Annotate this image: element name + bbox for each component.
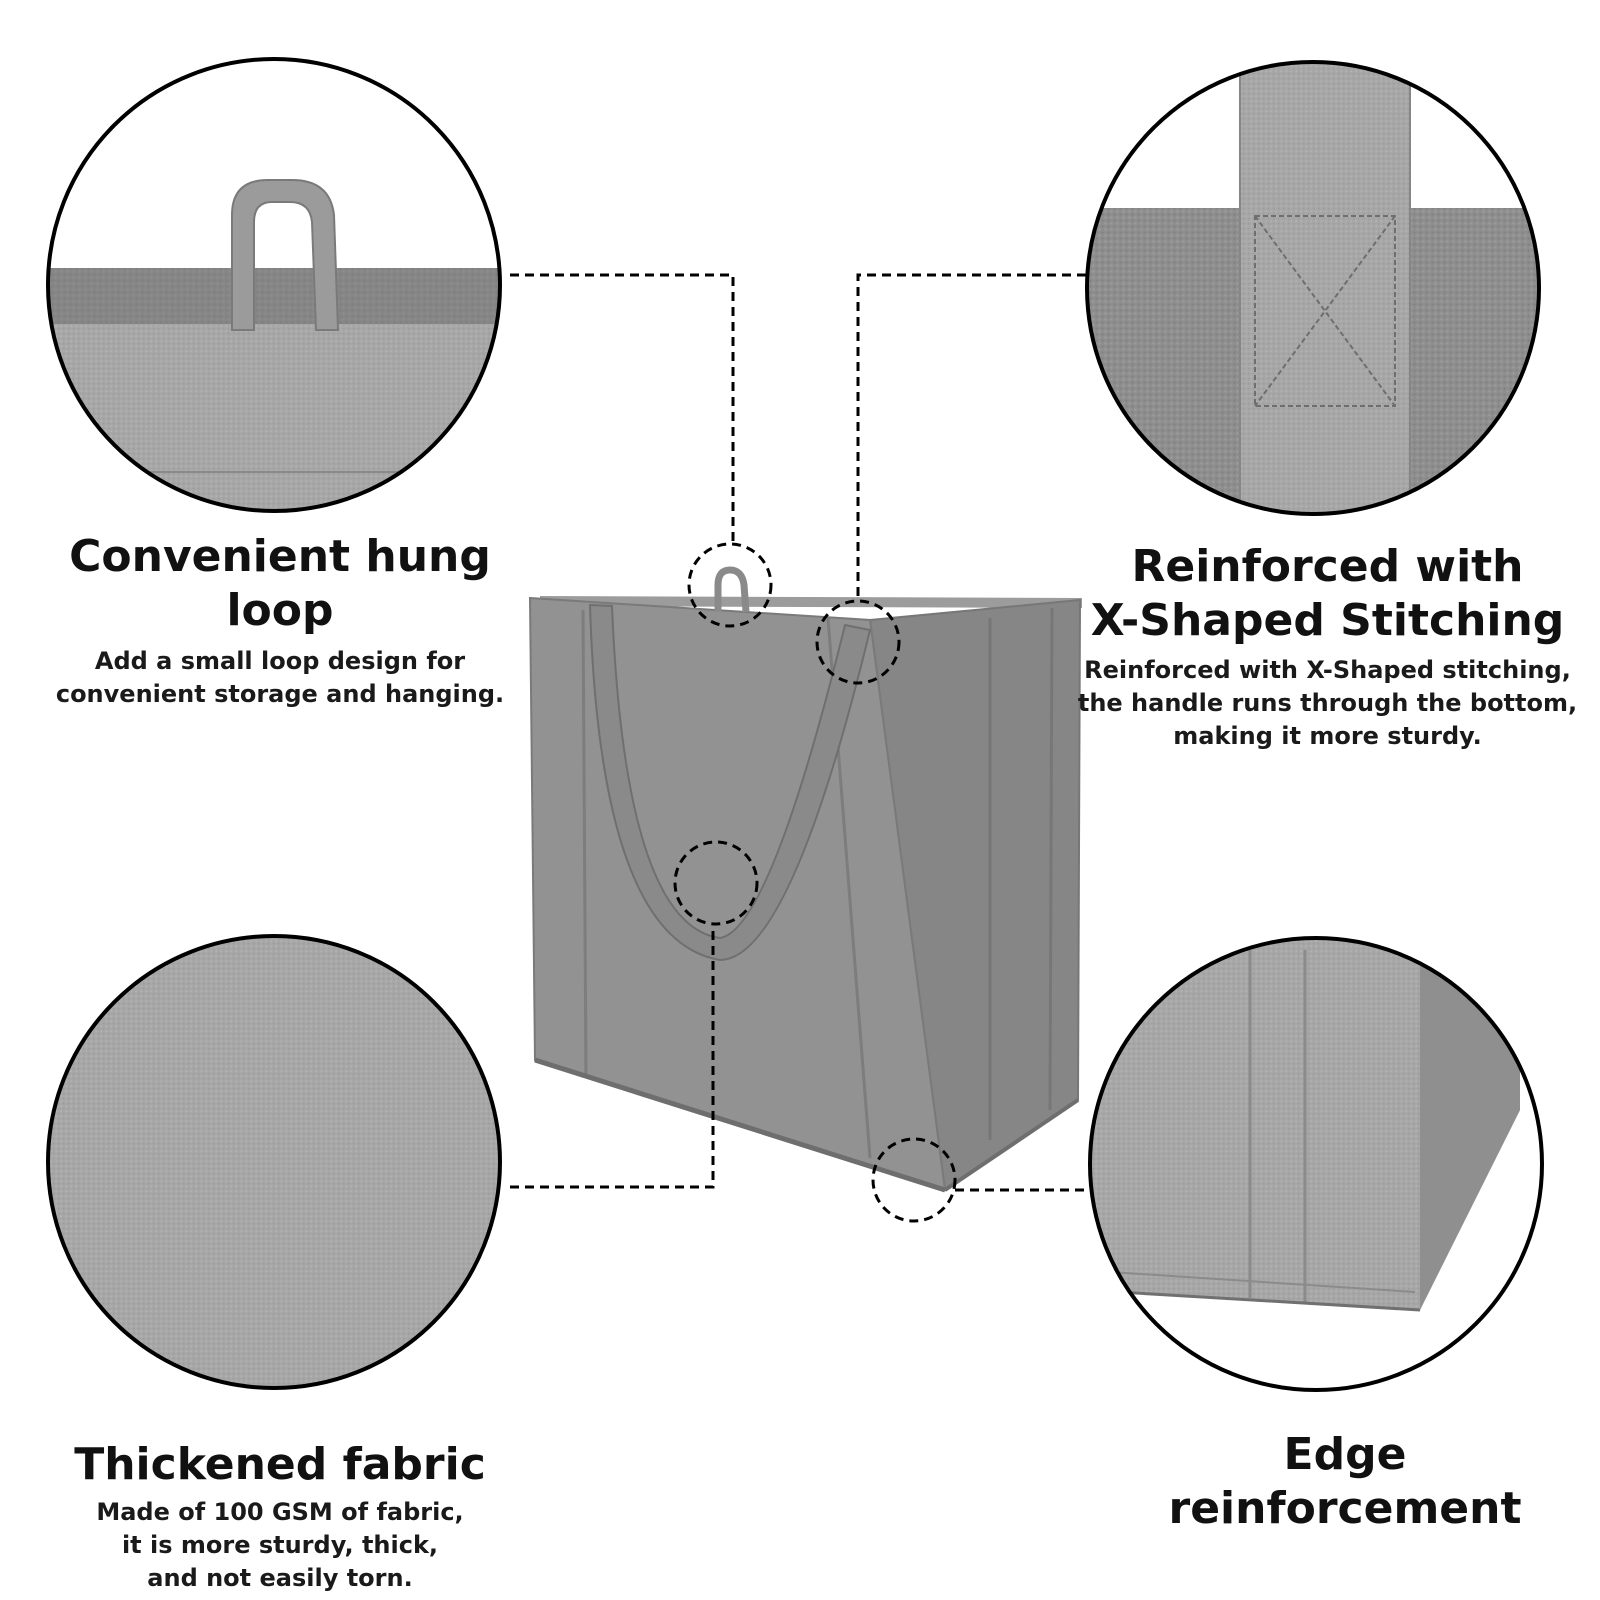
description-line: and not easily torn.: [147, 1563, 413, 1592]
edge-highlight-ring: [871, 1137, 957, 1223]
loop-detail-circle: [46, 57, 502, 513]
stitching-highlight-ring: [815, 599, 901, 685]
feature-hung-loop: Convenient hung loop Add a small loop de…: [20, 530, 540, 711]
feature-edge-reinforcement: Edge reinforcement: [1110, 1428, 1580, 1535]
description-line: making it more sturdy.: [1173, 722, 1482, 750]
edge-detail-circle: [1088, 936, 1544, 1392]
fabric-connector-line: [510, 924, 715, 1189]
feature-x-stitching-description: Reinforced with X-Shaped stitching, the …: [1075, 654, 1580, 753]
description-line: Made of 100 GSM of fabric,: [96, 1497, 464, 1526]
feature-thickened-fabric-description: Made of 100 GSM of fabric, it is more st…: [20, 1496, 540, 1595]
title-line: Reinforced with: [1131, 541, 1524, 592]
feature-edge-reinforcement-title: Edge reinforcement: [1168, 1429, 1522, 1534]
feature-x-stitching-title: Reinforced with X-Shaped Stitching: [1075, 540, 1580, 648]
stitching-detail-circle: [1085, 60, 1541, 516]
feature-x-stitching: Reinforced with X-Shaped Stitching Reinf…: [1075, 540, 1580, 753]
feature-hung-loop-description: Add a small loop design for convenient s…: [20, 645, 540, 711]
description-line: Add a small loop design for: [94, 647, 466, 676]
description-line: Reinforced with X-Shaped stitching,: [1084, 656, 1571, 684]
description-line: the handle runs through the bottom,: [1077, 689, 1578, 717]
fabric-highlight-ring: [673, 840, 759, 926]
loop-highlight-ring: [687, 542, 773, 628]
description-line: convenient storage and hanging.: [55, 680, 505, 709]
title-line: X-Shaped Stitching: [1090, 595, 1565, 646]
stitching-connector-line: [856, 273, 1086, 601]
feature-hung-loop-title: Convenient hung loop: [69, 531, 491, 636]
feature-thickened-fabric-title: Thickened fabric: [74, 1439, 486, 1490]
fabric-detail-circle: [46, 934, 502, 1390]
loop-connector-line: [510, 273, 735, 544]
feature-thickened-fabric: Thickened fabric Made of 100 GSM of fabr…: [20, 1438, 540, 1595]
description-line: it is more sturdy, thick,: [121, 1530, 439, 1559]
tote-bag-illustration: [528, 566, 1082, 1193]
